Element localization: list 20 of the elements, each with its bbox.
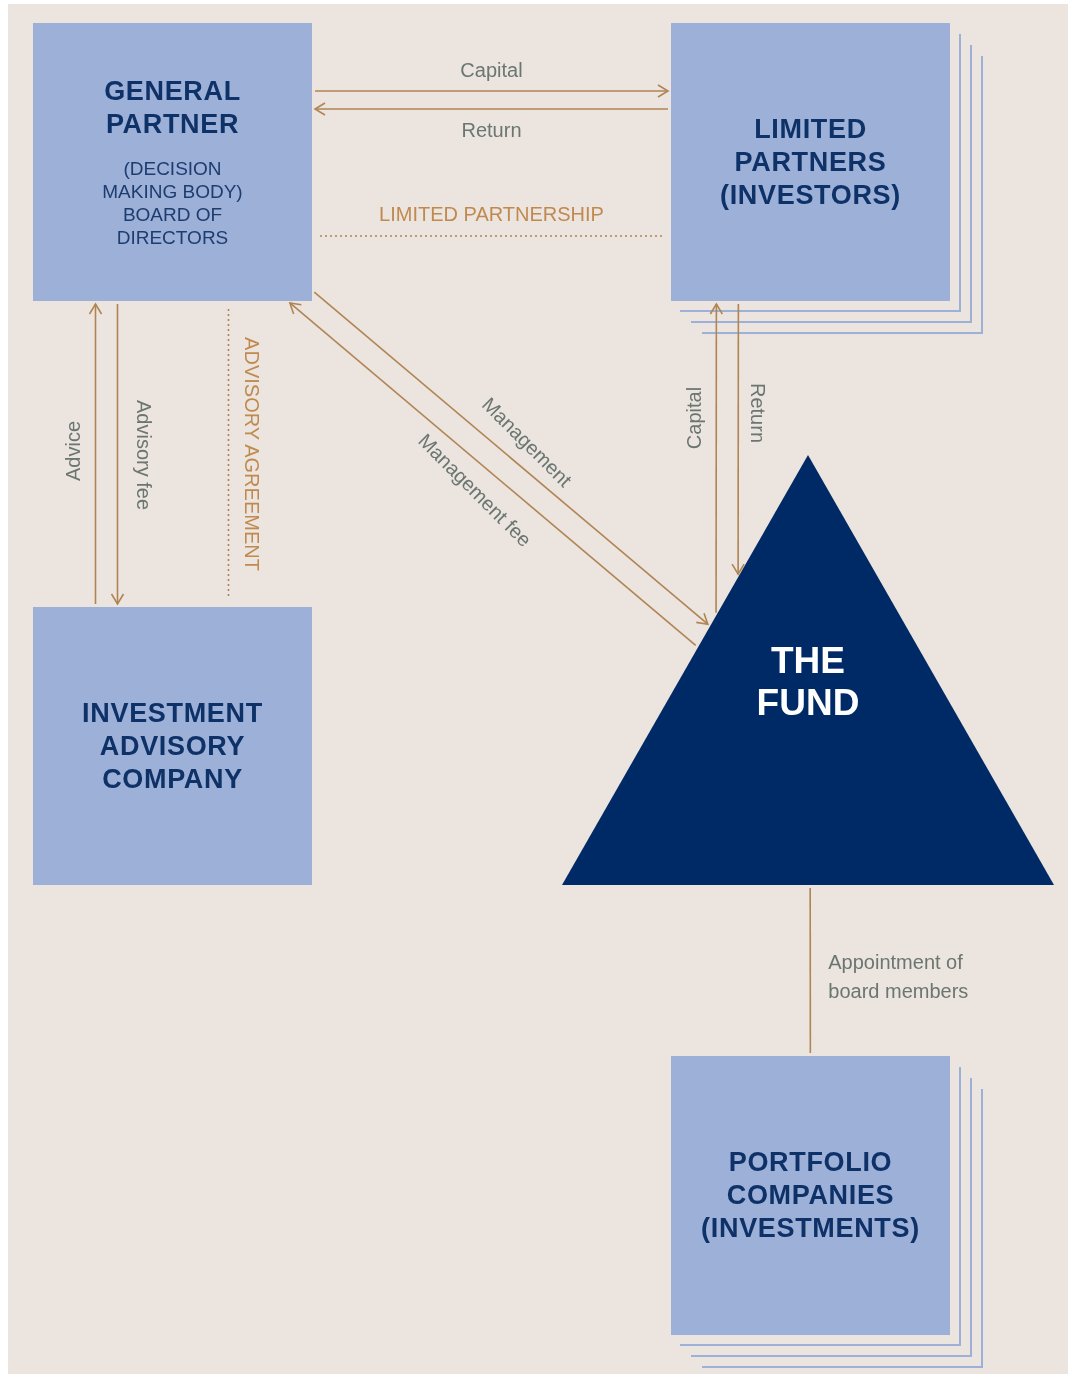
arrow [88,303,103,605]
connector-line [319,235,664,237]
node-title: LIMITED PARTNERS (INVESTORS) [719,112,902,212]
node-title: GENERAL PARTNER [103,75,242,141]
entity-box [671,23,950,301]
node-title: PORTFOLIO COMPANIES (INVESTMENTS) [700,1146,921,1245]
entity-box [33,607,312,885]
arrow [110,303,125,605]
arrow [709,303,724,614]
node-title: THE FUND [755,640,861,724]
arrow [313,291,709,625]
entity-box [671,1056,950,1335]
entity-box [33,23,312,301]
node-title: INVESTMENT ADVISORY COMPANY [81,696,264,796]
arrow [289,302,697,647]
node-description: (DECISION MAKING BODY) BOARD OF DIRECTORS [101,157,244,249]
connector-line [809,887,812,1054]
arrow [731,303,745,575]
arrow [314,102,669,116]
arrow [314,84,669,98]
